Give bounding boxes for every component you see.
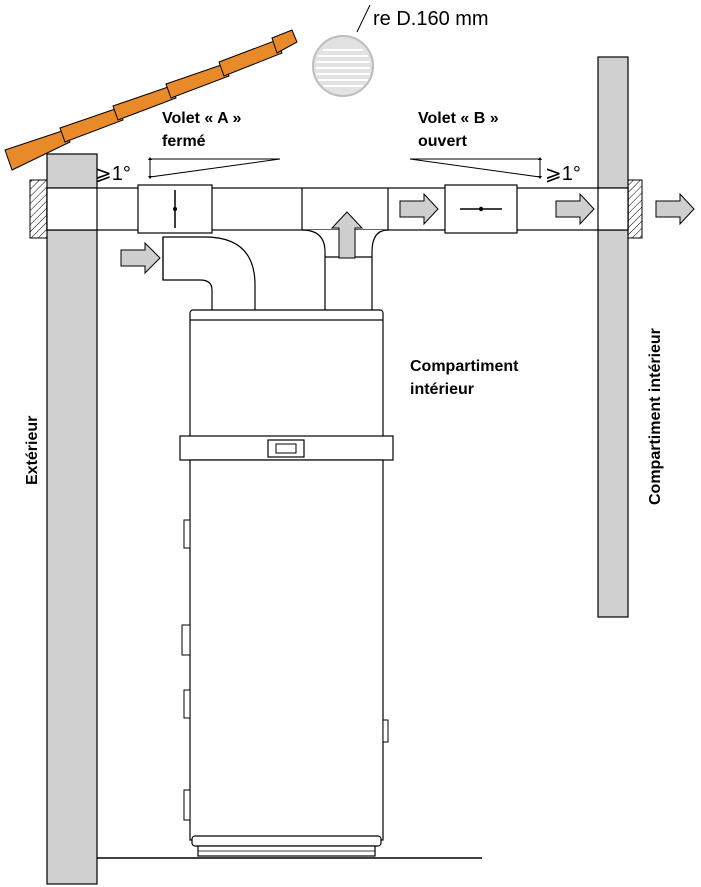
roof <box>4 29 298 171</box>
damper-b-label: Volet « B » <box>418 110 499 127</box>
wall-sleeve-right <box>627 179 643 239</box>
slope-indicator-left <box>148 157 281 179</box>
airflow-arrows <box>120 192 695 275</box>
arrow-right-icon <box>555 192 595 226</box>
exterior-label: Extérieur <box>24 416 41 485</box>
round-grille-icon <box>312 35 374 97</box>
wall-sleeve-left <box>29 179 48 239</box>
compartment-right-label: Compartiment intérieur <box>647 328 664 505</box>
grille-label: re D.160 mm <box>373 8 489 30</box>
arrow-right-icon <box>655 192 695 226</box>
elbow-intake-duct <box>162 236 256 313</box>
slope-left-label: ⩾1° <box>95 163 131 185</box>
compartment-center-line1: Compartiment <box>410 358 519 375</box>
compartment-center-line2: intérieur <box>410 381 474 398</box>
arrow-up-icon <box>330 211 364 259</box>
interior-wall <box>597 56 629 618</box>
slope-indicator-right <box>409 157 542 179</box>
arrow-right-icon <box>399 192 439 226</box>
arrow-right-icon <box>120 241 161 275</box>
damper-a-state: fermé <box>162 133 206 150</box>
heat-pump-water-heater <box>179 309 394 857</box>
damper-a-label: Volet « A » <box>162 110 242 127</box>
slope-right-label: ⩾1° <box>545 163 581 185</box>
exterior-wall <box>46 153 98 885</box>
grille-leader <box>356 4 371 33</box>
damper-b-state: ouvert <box>418 133 468 150</box>
